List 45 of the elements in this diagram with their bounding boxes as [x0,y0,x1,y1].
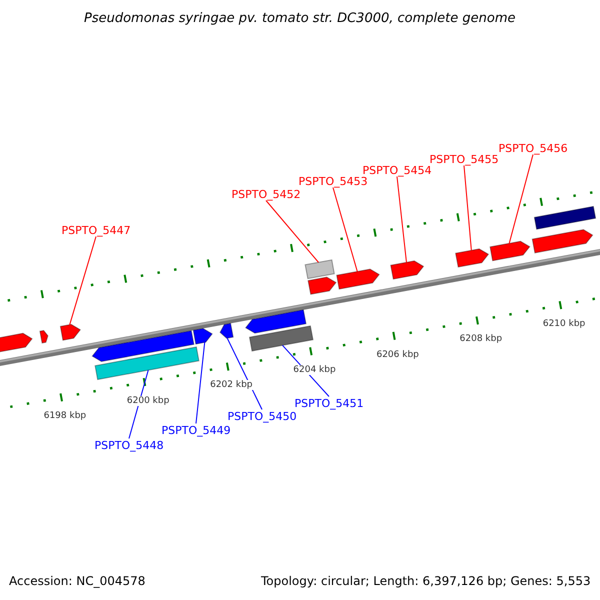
gene-feature [308,276,337,295]
gene-label: PSPTO_5449 [162,424,231,436]
leader-line [226,338,262,410]
gene-feature [39,330,48,344]
gene-bar [304,259,335,280]
gene-feature [192,328,213,345]
gene-feature [336,268,380,290]
leader-line [508,154,534,244]
gene-feature [60,324,82,341]
gene-feature [244,309,307,334]
leader-line [196,342,206,424]
leader-line [396,176,407,263]
gene-label: PSPTO_5455 [430,152,499,166]
scale-label: 6210 kbp [542,318,586,329]
gene-label: PSPTO_5454 [362,164,432,176]
gene-label: PSPTO_5456 [498,142,568,154]
scale-label: 6208 kbp [458,334,504,344]
footer-text: Topology: circular; Length: 6,397,126 bp; Genes: 5,553 [261,574,591,588]
gene-feature [219,322,234,339]
scale-label: 6202 kbp [209,380,254,390]
gene-label: PSPTO_5451 [294,396,364,410]
leader-line [128,370,149,439]
scale-label: 6204 kbp [292,364,337,375]
gene-feature [390,260,424,280]
gene-label: PSPTO_5452 [232,188,301,200]
gene-feature [490,240,530,262]
gene-feature [455,248,490,268]
gene-bar [534,206,596,230]
gene-label: PSPTO_5450 [228,410,297,422]
scale-label: 6198 kbp [42,411,88,422]
footer-text: Accession: NC_004578 [9,574,146,588]
scale-label: 6206 kbp [375,350,420,360]
scale-label: 6200 kbp [126,396,170,406]
gene-feature [532,229,594,254]
leader-line [266,200,319,263]
gene-label: PSPTO_5453 [298,174,368,188]
leader-line [332,187,358,272]
gene-label: PSPTO_5448 [94,438,164,452]
leader-line [464,165,472,251]
gene-feature [92,330,194,362]
title: Pseudomonas syringae pv. tomato str. DC3000, complete genome [84,10,516,26]
leader-line [69,236,96,326]
gene-label: PSPTO_5447 [62,224,131,236]
gene-bar [94,346,200,380]
gene-bar [248,325,314,352]
